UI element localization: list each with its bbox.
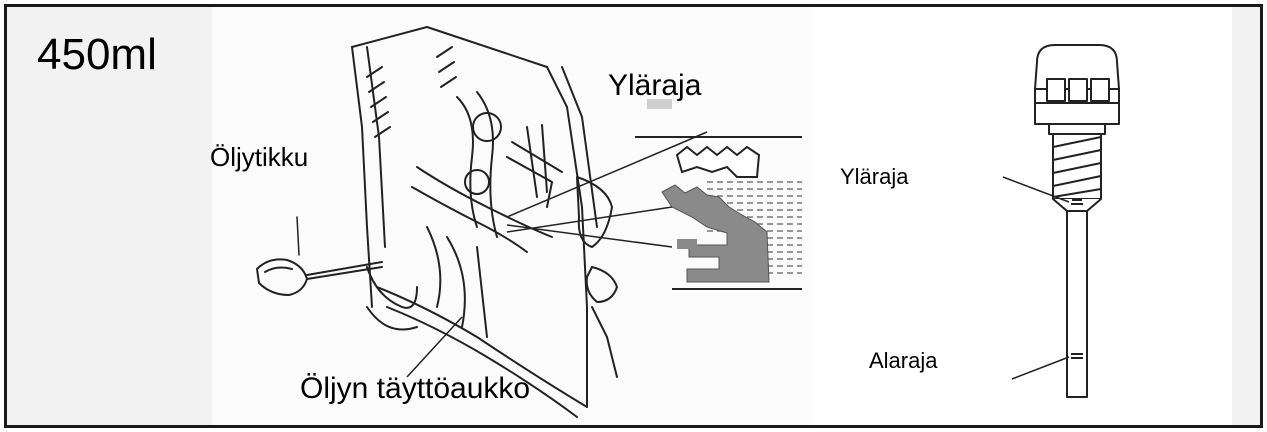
dipstick-handle-drawing	[255, 216, 383, 297]
diagram-frame: 450ml Öljytikku Öljyn täyttöaukko Yläraj…	[4, 4, 1263, 428]
fill-opening-leader	[406, 316, 463, 378]
engine-housing-drawing	[351, 26, 618, 418]
dipstick-label: Öljytikku	[210, 142, 309, 172]
oil-volume-label: 450ml	[37, 30, 157, 79]
dipstick-detail-drawing	[1034, 44, 1120, 398]
zoom-projection-lines	[506, 131, 708, 248]
upper-limit-stick-label: Yläraja	[840, 164, 909, 189]
dipstick-illustration-bg	[812, 7, 1232, 425]
upper-limit-zoom-label: Yläraja	[608, 69, 702, 102]
oil-fill-opening-label: Öljyn täyttöaukko	[300, 372, 531, 405]
lower-limit-stick-label: Alaraja	[869, 348, 938, 373]
line-art	[255, 26, 1120, 418]
dipstick-leaders	[1002, 176, 1070, 380]
oil-level-zoom-detail	[635, 99, 802, 290]
